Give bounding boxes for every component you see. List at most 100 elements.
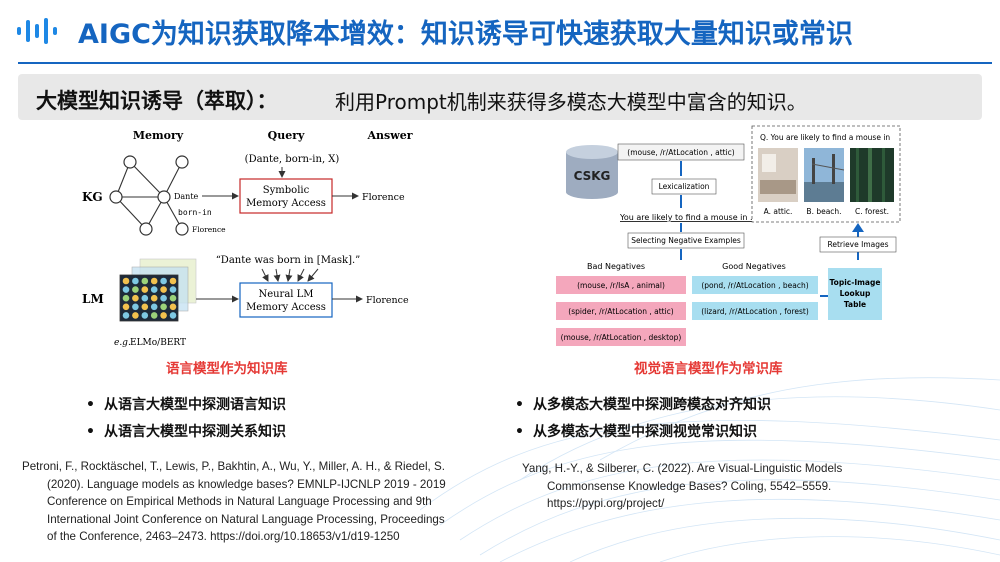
lm-neuron-dot — [141, 277, 149, 285]
lm-grid-front — [119, 274, 179, 322]
lm-query: “Dante was born in [Mask].” — [216, 255, 361, 266]
lm-neuron-dot — [169, 303, 177, 311]
lm-neuron-dot — [150, 294, 158, 302]
forest-image — [850, 148, 894, 202]
ref-line: of the Conference, 2463–2473. https://do… — [47, 530, 400, 544]
lm-neuron-dot — [132, 312, 139, 319]
bad-negative-3: (mouse, /r/AtLocation , desktop) — [561, 333, 682, 342]
lm-neuron-dot — [132, 294, 139, 302]
lm-note-prefix: e.g. — [114, 338, 131, 348]
bad-negative-1: (mouse, /r/IsA , animal) — [577, 281, 665, 290]
lm-label: LM — [82, 292, 104, 306]
title-divider — [18, 62, 992, 64]
lm-note: ELMo/BERT — [130, 338, 186, 348]
caption-vlm-as-commonsense: 视觉语言模型作为常识库 — [634, 361, 783, 377]
kg-box-line2: Memory Access — [246, 198, 326, 209]
question-text: Q. You are likely to find a mouse in — [760, 133, 890, 142]
bullet-text: 从语言大模型中探测关系知识 — [104, 424, 286, 440]
bullet-dot: • — [86, 424, 95, 440]
decorative-wave-lines — [420, 377, 1000, 562]
attic-image — [758, 148, 798, 202]
lm-answer: Florence — [366, 295, 409, 306]
good-negative-2: (lizard, /r/AtLocation , forest) — [701, 307, 809, 316]
bullet-dot: • — [515, 397, 524, 413]
kg-node — [139, 222, 153, 236]
ref-line: https://pypi.org/project/ — [547, 497, 665, 511]
lm-neuron-dot — [169, 286, 177, 293]
bullet-item: • 从语言大模型中探测关系知识 — [86, 421, 286, 441]
lm-neuron-dots — [122, 277, 177, 319]
bad-negative-2: (spider, /r/AtLocation , attic) — [568, 307, 674, 316]
lm-neuron-dot — [141, 294, 149, 302]
lm-neuron-dot — [132, 286, 139, 293]
lm-neuron-dot — [160, 286, 167, 293]
bullet-dot: • — [86, 397, 95, 413]
kg-node — [157, 190, 171, 204]
node-label-dante: Dante — [174, 192, 199, 201]
symbolic-memory-box — [239, 178, 333, 214]
cskg-label: CSKG — [574, 169, 611, 183]
node-label-florence: Florence — [192, 225, 226, 234]
ref-line: Commonsense Knowledge Bases? Coling, 554… — [547, 479, 832, 493]
lm-neuron-dot — [169, 312, 177, 319]
lm-neuron-dot — [122, 286, 130, 293]
lm-neuron-dot — [132, 303, 139, 311]
lm-as-kb-figure: Memory Query Answer KG Dante born-in Flo… — [82, 129, 413, 348]
kg-answer: Florence — [362, 192, 405, 203]
vlm-commonsense-figure: CSKG (mouse, /r/AtLocation , attic) Lexi… — [556, 125, 901, 346]
lm-neuron-dot — [141, 312, 149, 319]
bullet-text: 从多模态大模型中探测视觉常识知识 — [533, 424, 757, 440]
lm-neuron-dot — [160, 303, 167, 311]
lm-neuron-dot — [150, 277, 158, 285]
lm-neuron-dot — [160, 294, 167, 302]
lm-neuron-dot — [160, 277, 167, 285]
header-query: Query — [268, 129, 305, 142]
ref-line: Yang, H.-Y., & Silberer, C. (2022). Are … — [522, 462, 843, 475]
option-forest: C. forest. — [855, 207, 889, 216]
bullet-item: • 从多模态大模型中探测跨模态对齐知识 — [515, 394, 771, 414]
caption-lm-as-kb: 语言模型作为知识库 — [166, 361, 288, 377]
lm-neuron-dot — [169, 277, 177, 285]
lm-neuron-dot — [150, 312, 158, 319]
bullet-text: 从多模态大模型中探测跨模态对齐知识 — [533, 397, 771, 413]
lm-neuron-dot — [132, 277, 139, 285]
good-negatives-header: Good Negatives — [722, 262, 786, 271]
lm-neuron-dot — [160, 312, 167, 319]
selecting-negatives-step: Selecting Negative Examples — [631, 236, 741, 245]
lm-neuron-dot — [122, 277, 130, 285]
kg-node — [175, 155, 189, 169]
subtitle-heading: 大模型知识诱导（萃取）： — [36, 89, 278, 113]
ref-line: Conference on Empirical Methods in Natur… — [47, 495, 432, 509]
edge-label-born-in: born-in — [178, 208, 212, 217]
neural-memory-box — [239, 282, 333, 318]
option-beach: B. beach. — [806, 207, 841, 216]
kg-box-line1: Symbolic — [263, 185, 310, 196]
option-attic: A. attic. — [764, 207, 793, 216]
lm-neuron-dot — [122, 294, 130, 302]
lm-neuron-dot — [122, 312, 130, 319]
lm-neuron-dot — [150, 286, 158, 293]
ref-line: Petroni, F., Rocktäschel, T., Lewis, P.,… — [22, 460, 445, 473]
lexicalized-sentence: You are likely to find a mouse in ... — [619, 213, 758, 222]
good-negative-1: (pond, /r/AtLocation , beach) — [701, 281, 808, 290]
lexicalization-step: Lexicalization — [659, 182, 710, 191]
cskg-cylinder — [566, 145, 618, 199]
lm-neuron-dot — [141, 303, 149, 311]
reference-petroni: Petroni, F., Rocktäschel, T., Lewis, P.,… — [22, 458, 446, 546]
source-triple: (mouse, /r/AtLocation , attic) — [627, 148, 734, 157]
header-memory: Memory — [133, 129, 184, 142]
lm-box-line2: Memory Access — [246, 302, 326, 313]
retrieve-images-step: Retrieve Images — [827, 240, 888, 249]
lm-box-line1: Neural LM — [258, 289, 313, 300]
ref-line: (2020). Language models as knowledge bas… — [47, 477, 446, 491]
subtitle-text: 利用Prompt机制来获得多模态大模型中富含的知识。 — [335, 90, 807, 114]
lm-neuron-dot — [122, 303, 130, 311]
reference-yang: Yang, H.-Y., & Silberer, C. (2022). Are … — [522, 460, 842, 513]
bullet-item: •从语言大模型中探测语言知识 — [86, 394, 286, 414]
bad-negatives-header: Bad Negatives — [587, 262, 645, 271]
bullet-item: •从多模态大模型中探测视觉常识知识 — [515, 421, 757, 441]
page-title: AIGC为知识获取降本增效：知识诱导可快速获取大量知识或常识 — [78, 19, 853, 50]
beach-image — [804, 148, 845, 202]
kg-node-dante — [109, 190, 123, 204]
lm-neuron-dot — [150, 303, 158, 311]
